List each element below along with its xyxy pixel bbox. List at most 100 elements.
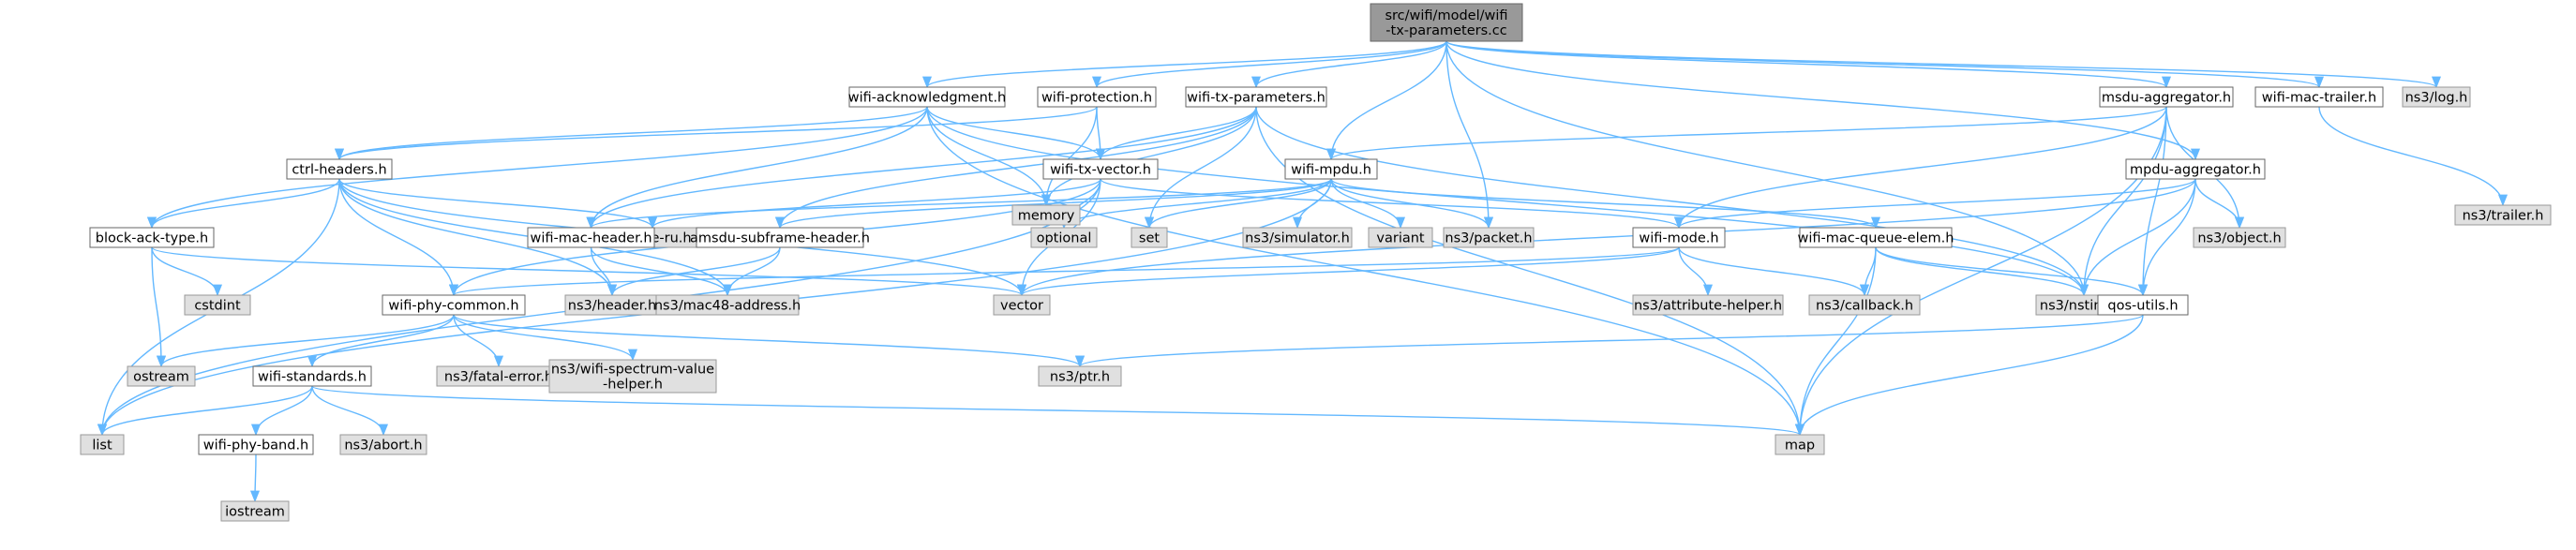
node-mac-trailer[interactable]: wifi-mac-trailer.h: [2254, 86, 2384, 108]
node-label: wifi-mac-trailer.h: [2262, 91, 2376, 106]
edge-phy-common-to-fatal-error: [453, 314, 504, 368]
node-box: [1185, 86, 1327, 108]
node-label: set: [1139, 231, 1160, 246]
node-box: [848, 86, 1006, 108]
edge-wifi-std-to-map: [311, 385, 1805, 437]
node-memory: memory: [1011, 204, 1081, 226]
node-box: [198, 434, 314, 455]
edge-root-to-nstime: [1445, 40, 2089, 297]
edge-wifi-mpdu-to-packet: [1330, 178, 1493, 230]
edge-wifi-txv-to-he-ru: [648, 178, 1101, 230]
node-label: ns3/trailer.h: [2463, 209, 2544, 224]
node-box: [89, 227, 215, 248]
node-label: -helper.h: [603, 378, 663, 393]
node-msdu-agg[interactable]: msdu-aggregator.h: [2099, 86, 2234, 108]
edge-phy-common-to-ptr: [453, 314, 1085, 368]
node-root[interactable]: src/wifi/model/wifi-tx-parameters.cc: [1370, 3, 1523, 42]
node-box: [1443, 227, 1535, 248]
node-box: [339, 434, 427, 455]
edge-wifi-ack-to-block-ack: [147, 106, 928, 230]
node-wifi-txv[interactable]: wifi-tx-vector.h: [1042, 158, 1159, 180]
node-label: ctrl-headers.h: [292, 163, 386, 178]
node-box: [1370, 3, 1523, 42]
node-box: [1037, 86, 1157, 108]
edge-block-ack-to-cstdint: [151, 246, 223, 297]
edge-block-ack-to-ostream: [151, 246, 167, 368]
edge-wifi-std-to-list: [97, 385, 313, 437]
edge-wifi-txp-to-amsdu: [775, 106, 1257, 230]
edge-amsdu-to-mac48: [722, 246, 781, 297]
edge-root-to-wifi-txp: [1251, 40, 1447, 89]
edge-wifi-prot-to-memory: [1041, 106, 1098, 207]
node-label: wifi-phy-band.h: [203, 439, 309, 453]
node-label: ns3/mac48-address.h: [654, 299, 801, 314]
node-label: ns3/fatal-error.h: [444, 370, 553, 385]
node-box: [2099, 86, 2234, 108]
edge-block-ack-to-vector: [151, 246, 1026, 297]
node-label: ns3/simulator.h: [1245, 231, 1350, 246]
edge-phy-common-to-ostream: [157, 314, 455, 368]
node-mac-queue-elem[interactable]: wifi-mac-queue-elem.h: [1798, 227, 1954, 248]
node-label: wifi-standards.h: [258, 370, 367, 385]
node-label: msdu-aggregator.h: [2102, 91, 2231, 106]
edge-ctrl-headers-to-phy-common: [338, 178, 459, 297]
node-block-ack[interactable]: block-ack-type.h: [89, 227, 215, 248]
node-label: iostream: [225, 505, 285, 520]
node-label: ns3/object.h: [2197, 231, 2281, 246]
node-label: ns3/packet.h: [1445, 231, 1532, 246]
node-fatal-error: ns3/fatal-error.h: [436, 365, 562, 387]
node-spectrum: ns3/wifi-spectrum-value-helper.h: [548, 359, 717, 394]
node-amsdu[interactable]: amsdu-subframe-header.h: [690, 227, 870, 248]
edge-wifi-mac-hdr-to-mac48: [590, 246, 732, 297]
edge-root-to-ns3-log: [1445, 40, 2441, 89]
node-phy-band[interactable]: wifi-phy-band.h: [198, 434, 314, 455]
edge-ctrl-headers-to-he-ru: [338, 178, 657, 230]
node-wifi-ack[interactable]: wifi-acknowledgment.h: [848, 86, 1007, 108]
node-list: list: [80, 434, 125, 455]
node-label: wifi-acknowledgment.h: [848, 91, 1007, 106]
node-wifi-prot[interactable]: wifi-protection.h: [1037, 86, 1157, 108]
node-wifi-txp[interactable]: wifi-tx-parameters.h: [1185, 86, 1327, 108]
node-wifi-mac-hdr[interactable]: wifi-mac-header.h: [527, 227, 655, 248]
node-label: ns3/wifi-spectrum-value: [551, 363, 714, 378]
node-wifi-std[interactable]: wifi-standards.h: [252, 365, 372, 387]
edge-root-to-wifi-ack: [922, 40, 1447, 89]
edge-wifi-txv-to-wifi-mode: [1100, 178, 1684, 230]
node-phy-common[interactable]: wifi-phy-common.h: [382, 294, 526, 316]
edge-wifi-txp-to-wifi-txv: [1096, 106, 1257, 161]
node-box: [527, 227, 655, 248]
edge-ctrl-headers-to-block-ack: [147, 178, 340, 230]
node-label: wifi-tx-parameters.h: [1187, 91, 1325, 106]
edge-mpdu-agg-to-ns3-object: [2194, 178, 2245, 230]
edge-wifi-mode-to-phy-common: [449, 246, 1680, 297]
edge-root-to-mpdu-agg: [1445, 40, 2200, 161]
node-wifi-mpdu[interactable]: wifi-mpdu.h: [1284, 158, 1378, 180]
dependency-nodes: src/wifi/model/wifi-tx-parameters.cc wifi…: [80, 3, 2552, 522]
edge-wifi-mpdu-to-variant: [1330, 178, 1406, 230]
edge-phy-band-to-iostream: [249, 453, 261, 503]
node-wifi-mode[interactable]: wifi-mode.h: [1632, 227, 1726, 248]
node-mac48: ns3/mac48-address.h: [654, 294, 801, 316]
node-box: [1038, 365, 1122, 387]
node-box: [1632, 227, 1726, 248]
edge-msdu-agg-to-wifi-mode: [1674, 106, 2167, 230]
node-callback: ns3/callback.h: [1808, 294, 1921, 316]
node-box: [1775, 434, 1825, 455]
node-mpdu-agg[interactable]: mpdu-aggregator.h: [2125, 158, 2266, 180]
edge-wifi-std-to-abort: [311, 385, 389, 437]
edge-wifi-ack-to-nstime: [926, 106, 2089, 297]
node-qos-utils[interactable]: qos-utils.h: [2097, 294, 2189, 316]
node-box: [1632, 294, 1784, 316]
node-box: [1131, 227, 1168, 248]
edge-wifi-txp-to-memory: [1041, 106, 1257, 207]
edge-mac-queue-elem-to-qos-utils: [1875, 246, 2148, 297]
edge-msdu-agg-to-map: [1794, 106, 2167, 437]
node-ctrl-headers[interactable]: ctrl-headers.h: [286, 158, 393, 180]
node-label: wifi-mode.h: [1639, 231, 1718, 246]
edge-root-to-msdu-agg: [1445, 40, 2171, 89]
node-cstdint: cstdint: [184, 294, 251, 316]
edge-msdu-agg-to-wifi-mpdu: [1326, 106, 2167, 161]
node-box: [1799, 227, 1953, 248]
node-label: mpdu-aggregator.h: [2130, 163, 2261, 178]
edge-wifi-txp-to-nstime: [1255, 106, 2089, 297]
